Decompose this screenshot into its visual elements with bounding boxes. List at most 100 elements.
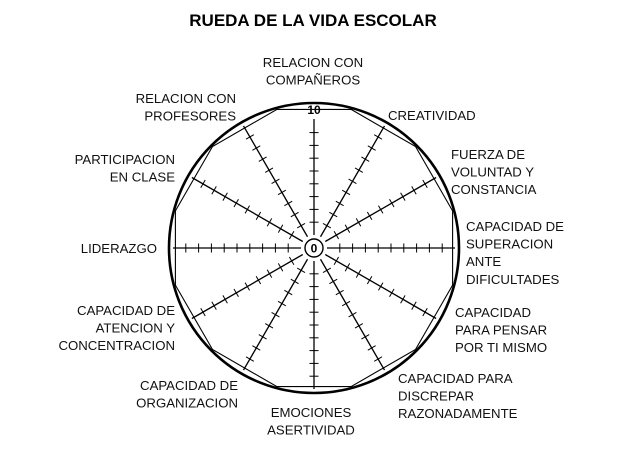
tick-mark (411, 186, 417, 195)
spoke-capacidad-discrepar (319, 258, 386, 371)
segment-label-line: LIDERAZGO (81, 241, 157, 256)
tick-mark (266, 218, 273, 227)
tick-mark (366, 275, 373, 285)
segment-label-line: COMPAÑEROS (266, 73, 360, 88)
segment-label-line: CAPACIDAD DE (466, 219, 564, 234)
tick-mark (361, 334, 370, 340)
tick-mark (244, 282, 250, 291)
tick-mark (367, 345, 376, 351)
spoke-creatividad (319, 125, 386, 238)
tick-mark (400, 295, 406, 304)
tick-mark (271, 312, 280, 318)
tick-mark (335, 200, 344, 207)
spoke-capacidad-atencion (191, 253, 304, 320)
tick-mark (341, 189, 351, 196)
segment-label-line: POR TI MISMO (455, 340, 547, 355)
outer-circle (167, 101, 461, 395)
tick-mark (400, 192, 406, 201)
tick-mark (355, 218, 362, 227)
tick-mark (378, 205, 384, 214)
tick-mark (277, 300, 287, 307)
segment-label-line: ANTE (466, 254, 501, 269)
tick-mark (222, 295, 228, 304)
segment-labels: RELACION CON COMPAÑEROS CREATIVIDAD FUERZA … (59, 55, 565, 438)
tick-mark (344, 263, 351, 272)
tick-mark (296, 267, 306, 274)
segment-label-capacidad-pensar: CAPACIDAD PARA PENSAR POR TI MISMO (455, 305, 547, 355)
segment-label-line: CAPACIDAD PARA (398, 371, 513, 386)
tick-mark (355, 269, 362, 278)
tick-mark (271, 178, 280, 184)
segment-label-relacion-companeros: RELACION CON COMPAÑEROS (263, 55, 363, 88)
tick-mark (233, 288, 239, 298)
diagram-title: RUEDA DE LA VIDA ESCOLAR (189, 11, 436, 30)
segment-label-line: PARA PENSAR (455, 323, 547, 338)
tick-mark (290, 211, 299, 218)
spoke-relacion-profesores (242, 125, 309, 238)
tick-mark (222, 192, 228, 201)
segment-label-line: CAPACIDAD (455, 305, 531, 320)
spoke-liderazgo (173, 243, 301, 253)
tick-mark (333, 256, 340, 266)
segment-label-line: RELACION CON (263, 55, 363, 70)
tick-mark (348, 312, 357, 318)
spoke-emociones-asertividad (309, 261, 319, 389)
tick-mark (290, 278, 299, 285)
segment-label-line: DIFICULTADES (466, 272, 559, 287)
tick-mark (258, 334, 267, 340)
segment-label-line: ASERTIVIDAD (267, 423, 355, 438)
spoke-fuerza-voluntad (324, 176, 437, 243)
segment-label-line: FUERZA DE (451, 147, 525, 162)
tick-mark (245, 356, 255, 362)
tick-mark (378, 282, 384, 291)
tick-mark (200, 307, 206, 317)
tick-mark (288, 256, 295, 266)
spoke-capacidad-superacion (327, 243, 455, 253)
tick-mark (211, 186, 217, 195)
segment-label-line: CONSTANCIA (451, 182, 537, 197)
tick-mark (258, 156, 267, 162)
segment-label-line: RAZONADAMENTE (398, 406, 518, 421)
tick-mark (333, 230, 340, 240)
tick-mark (277, 189, 287, 196)
tick-mark (284, 200, 293, 207)
tick-mark (288, 230, 295, 240)
segment-label-line: DISCREPAR (398, 389, 474, 404)
tick-mark (245, 134, 255, 140)
tick-mark (266, 269, 273, 278)
segment-label-fuerza-voluntad: FUERZA DE VOLUNTAD Y CONSTANCIA (451, 147, 537, 197)
tick-mark (244, 205, 250, 214)
tick-mark (354, 167, 364, 173)
segment-label-line: PARTICIPACION (75, 152, 175, 167)
segment-label-participacion-clase: PARTICIPACION EN CLASE (75, 152, 176, 185)
tick-mark (233, 198, 239, 208)
tick-mark (389, 198, 395, 208)
tick-mark (422, 307, 428, 317)
segment-label-line: CONCENTRACION (59, 338, 176, 353)
segment-label-liderazgo: LIDERAZGO (81, 241, 157, 256)
tick-mark (344, 224, 351, 233)
scale-max-label: 10 (307, 103, 321, 117)
tick-mark (361, 156, 370, 162)
segment-label-line: RELACION CON (136, 91, 236, 106)
tick-mark (389, 288, 395, 298)
segment-polygon (174, 108, 454, 388)
segment-label-line: EN CLASE (110, 170, 175, 185)
tick-mark (252, 145, 261, 151)
tick-mark (341, 300, 351, 307)
segment-label-line: CREATIVIDAD (388, 108, 476, 123)
tick-mark (373, 356, 383, 362)
tick-mark (264, 167, 274, 173)
tick-mark (373, 134, 383, 140)
tick-mark (255, 275, 262, 285)
tick-mark (329, 278, 338, 285)
tick-mark (335, 289, 344, 296)
spoke-relacion-companeros (309, 119, 319, 235)
tick-mark (284, 289, 293, 296)
segment-label-creatividad: CREATIVIDAD (388, 108, 476, 123)
tick-mark (264, 323, 274, 329)
segment-label-line: VOLUNTAD Y (451, 165, 534, 180)
